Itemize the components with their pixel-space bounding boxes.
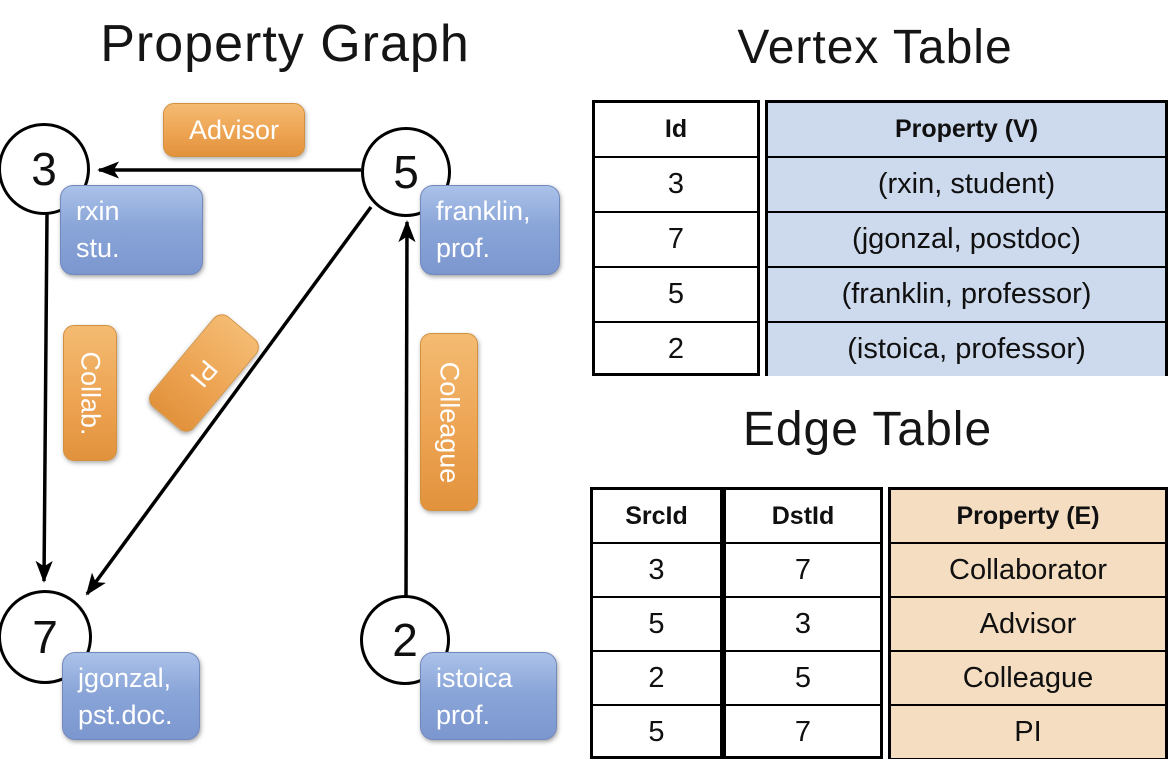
vertex-table-property-column: Property (V) (rxin, student) (jgonzal, p… bbox=[765, 100, 1168, 376]
vertex-property-line: prof. bbox=[436, 233, 491, 263]
edge-label-text: Colleague bbox=[434, 361, 465, 483]
edge-table-header-property: Property (E) bbox=[891, 490, 1165, 542]
graph-node-2: 2 bbox=[360, 595, 450, 685]
edge-table-srcid-column: SrcId 3 5 2 5 bbox=[590, 487, 723, 759]
table-cell: (jgonzal, postdoc) bbox=[768, 211, 1165, 266]
edge-table-dstid-column: DstId 7 3 5 7 bbox=[723, 487, 883, 759]
graph-node-5: 5 bbox=[361, 127, 451, 217]
node-3-id: 3 bbox=[31, 143, 57, 195]
table-cell: 2 bbox=[593, 650, 720, 704]
edge-table-title: Edge Table bbox=[742, 403, 993, 456]
table-cell: (istoica, professor) bbox=[768, 321, 1165, 376]
edge-label-collab: Collab. bbox=[63, 325, 117, 461]
edge-table-property-column: Property (E) Collaborator Advisor Collea… bbox=[888, 487, 1168, 759]
vertex-table-title: Vertex Table bbox=[737, 21, 1013, 74]
edge-label-colleague: Colleague bbox=[420, 333, 478, 511]
graph-edges-layer bbox=[35, 161, 416, 597]
vertex-property-line: stu. bbox=[76, 233, 120, 263]
vertex-table-id-column: Id 3 7 5 2 bbox=[592, 100, 760, 376]
table-cell: 7 bbox=[726, 542, 880, 596]
table-cell: Advisor bbox=[891, 596, 1165, 650]
table-cell: 5 bbox=[595, 266, 757, 321]
table-cell: 2 bbox=[595, 321, 757, 376]
table-cell: Collaborator bbox=[891, 542, 1165, 596]
table-cell: 5 bbox=[726, 650, 880, 704]
property-graph-title: Property Graph bbox=[100, 15, 470, 73]
edge-table-header-srcid: SrcId bbox=[625, 501, 688, 530]
table-cell: 7 bbox=[726, 704, 880, 758]
vertex-property-box-jgonzal: jgonzal, pst.doc. bbox=[62, 652, 200, 740]
table-cell: 3 bbox=[593, 542, 720, 596]
vertex-property-line: franklin, bbox=[436, 196, 531, 226]
vertex-property-line: jgonzal, bbox=[78, 663, 172, 693]
edge-colleague-2-to-5 bbox=[398, 220, 416, 597]
node-5-id: 5 bbox=[393, 146, 419, 198]
table-cell: (franklin, professor) bbox=[768, 266, 1165, 321]
table-cell: 3 bbox=[595, 156, 757, 211]
table-cell: (rxin, student) bbox=[768, 156, 1165, 211]
edge-collab-3-to-7 bbox=[35, 213, 53, 583]
edge-label-advisor: Advisor bbox=[163, 103, 305, 157]
table-cell: 5 bbox=[593, 596, 720, 650]
vertex-table-header-property: Property (V) bbox=[768, 103, 1165, 156]
edge-label-text: Collab. bbox=[75, 350, 106, 436]
vertex-table-header-id: Id bbox=[664, 115, 688, 143]
table-cell: PI bbox=[891, 704, 1165, 758]
vertex-property-box-rxin: rxin stu. bbox=[60, 185, 203, 275]
vertex-property-line: prof. bbox=[436, 700, 491, 730]
node-2-id: 2 bbox=[392, 614, 418, 666]
vertex-property-line: pst.doc. bbox=[78, 700, 173, 730]
edge-pi-5-to-7 bbox=[85, 205, 373, 596]
vertex-property-box-istoica: istoica prof. bbox=[420, 652, 557, 740]
table-cell: 7 bbox=[595, 211, 757, 266]
table-cell: 3 bbox=[726, 596, 880, 650]
vertex-property-line: istoica bbox=[436, 663, 513, 693]
table-cell: 5 bbox=[593, 704, 720, 758]
table-cell: Colleague bbox=[891, 650, 1165, 704]
vertex-property-box-franklin: franklin, prof. bbox=[420, 185, 560, 275]
edge-label-text: PI bbox=[184, 353, 225, 393]
node-7-id: 7 bbox=[32, 611, 58, 663]
edge-table-header-dstid: DstId bbox=[771, 501, 835, 530]
vertex-property-line: rxin bbox=[76, 196, 120, 226]
edge-label-text: Advisor bbox=[188, 114, 280, 145]
